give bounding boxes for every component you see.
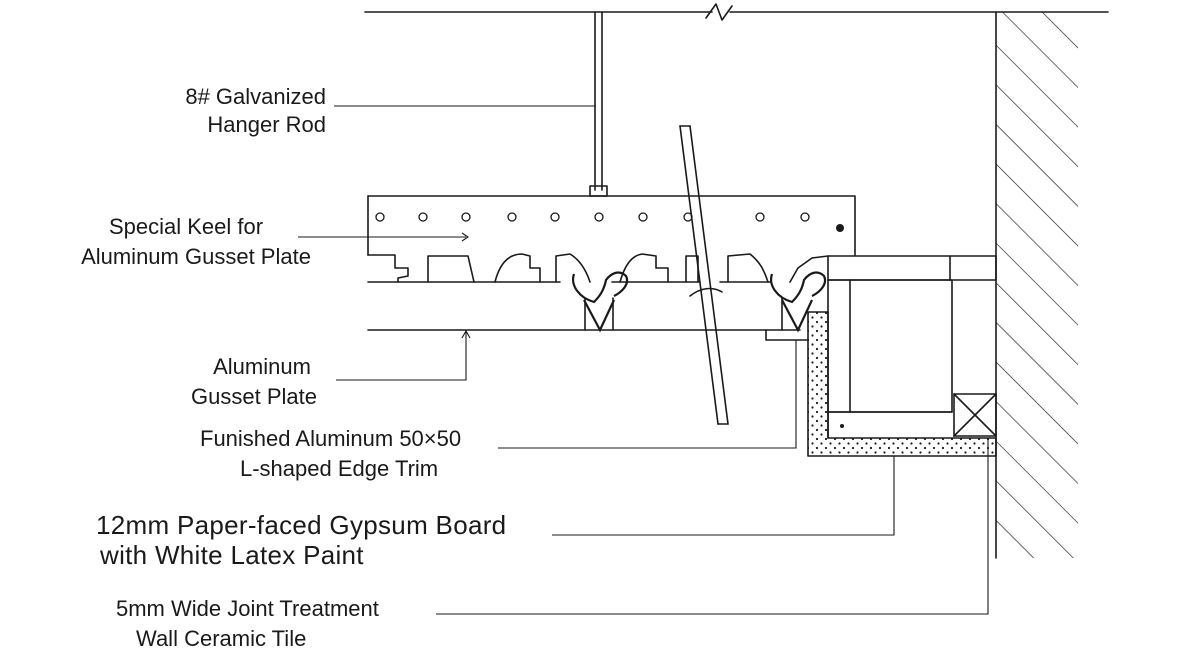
label-joint-treatment-line1: 5mm Wide Joint Treatment <box>116 596 379 621</box>
joint-treatment-box <box>953 393 997 437</box>
label-gusset-plate-line2: Gusset Plate <box>191 384 317 409</box>
label-gypsum-board-line1: 12mm Paper-faced Gypsum Board <box>96 510 506 540</box>
concrete-wall <box>995 11 1078 559</box>
label-special-keel-line1: Special Keel for <box>109 214 263 239</box>
label-gypsum-board-line2: with White Latex Paint <box>99 540 364 570</box>
label-gusset-plate: Aluminum Gusset Plate <box>191 354 317 409</box>
trim-angle <box>765 329 809 341</box>
label-edge-trim-line1: Funished Aluminum 50×50 <box>200 426 461 451</box>
hanger-rod <box>589 11 608 197</box>
label-hanger-rod-line2: Hanger Rod <box>207 112 326 137</box>
aluminum-gusset-plate <box>367 297 801 331</box>
special-keel <box>367 195 856 283</box>
label-hanger-rod: 8# Galvanized Hanger Rod <box>185 84 326 137</box>
label-special-keel-line2: Aluminum Gusset Plate <box>81 244 311 269</box>
label-gusset-plate-line1: Aluminum <box>213 354 311 379</box>
label-edge-trim-line2: L-shaped Edge Trim <box>240 456 438 481</box>
label-joint-treatment-line2: Wall Ceramic Tile <box>136 626 306 651</box>
label-hanger-rod-line1: 8# Galvanized <box>185 84 326 109</box>
label-special-keel: Special Keel for Aluminum Gusset Plate <box>81 214 311 269</box>
leader-lines <box>298 105 989 615</box>
label-joint-treatment: 5mm Wide Joint Treatment Wall Ceramic Ti… <box>116 596 379 651</box>
label-gypsum-board: 12mm Paper-faced Gypsum Board with White… <box>96 510 506 570</box>
keel-holes <box>375 212 844 232</box>
gypsum-board <box>807 311 997 457</box>
label-edge-trim: Funished Aluminum 50×50 L-shaped Edge Tr… <box>200 426 461 481</box>
break-line <box>679 125 729 425</box>
